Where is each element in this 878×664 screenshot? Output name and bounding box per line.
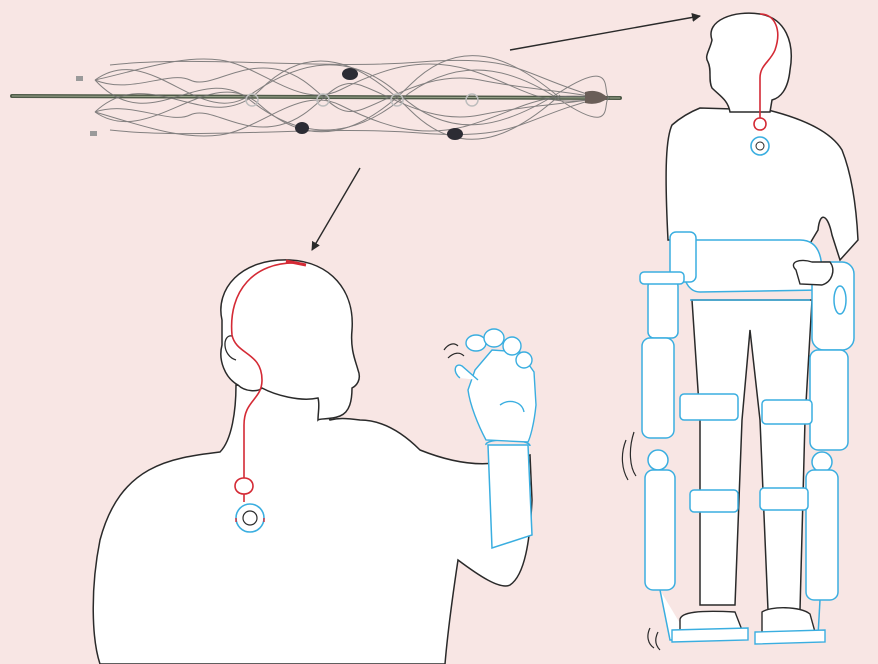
exo-side-handle bbox=[640, 272, 684, 284]
stent-tip-bottom bbox=[90, 131, 97, 136]
right-foot-plate bbox=[755, 630, 825, 644]
stent-tip-top bbox=[76, 76, 83, 81]
prosthetic-forearm bbox=[488, 445, 532, 548]
seated-chest-device-center bbox=[243, 511, 257, 525]
standing-person-hand bbox=[793, 260, 832, 285]
left-foot-plate bbox=[672, 628, 748, 642]
standing-chest-device-center bbox=[756, 142, 764, 150]
